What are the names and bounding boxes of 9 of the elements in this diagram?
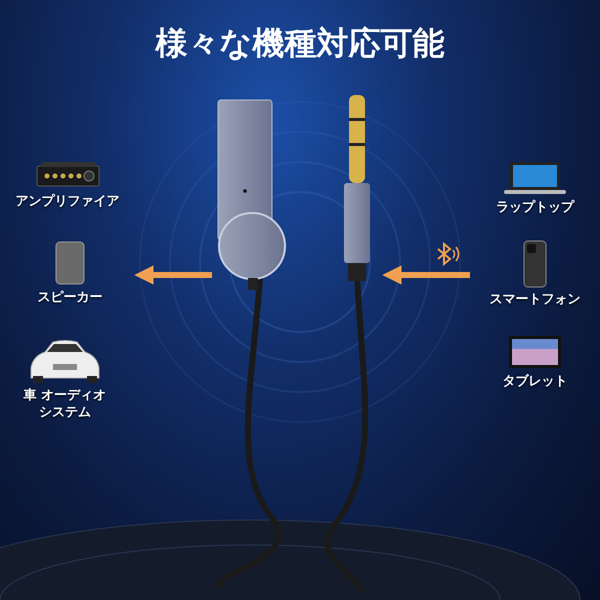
device-label: 車 オーディオシステム — [22, 388, 108, 422]
device-label: ラップトップ — [496, 200, 574, 217]
title: 様々な機種対応可能 — [154, 23, 446, 64]
device-label: タブレット — [502, 374, 568, 391]
arrow — [134, 265, 212, 285]
device-label: スピーカー — [38, 290, 102, 307]
device-label: スマートフォン — [490, 292, 580, 309]
arrow — [382, 265, 470, 285]
device-label: アンプリファイア — [16, 194, 120, 211]
